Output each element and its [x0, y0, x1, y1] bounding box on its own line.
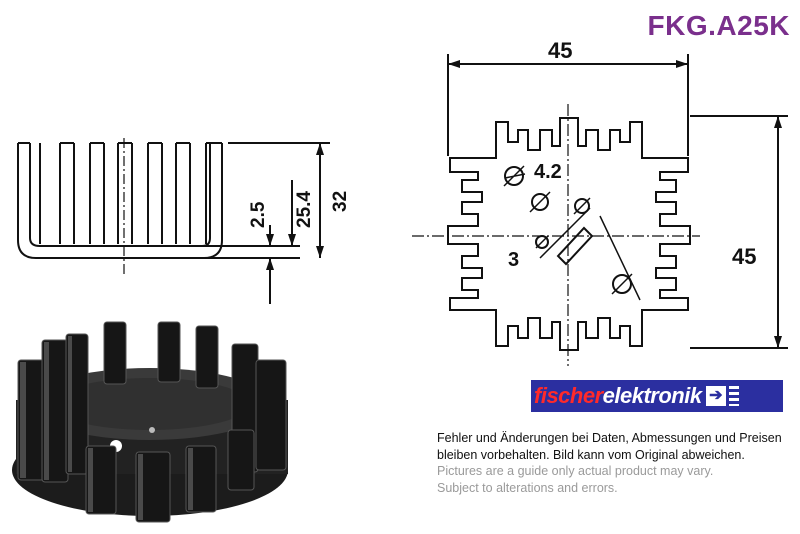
disclaimer-german: Fehler und Änderungen bei Daten, Abmessu…	[437, 431, 782, 462]
dim-width-label: 45	[548, 38, 572, 63]
fischer-elektronik-logo: fischer elektronik ➔	[531, 380, 783, 412]
logo-brand-part1: fischer	[534, 383, 603, 408]
top-view-arrows	[448, 60, 782, 348]
dim-height-label: 45	[732, 244, 756, 269]
disclaimer-english-line2: Subject to alterations and errors.	[437, 480, 618, 495]
product-code: FKG.A25K	[647, 10, 790, 41]
dim-body-height-label: 25.4	[294, 191, 315, 228]
dim-total-height-label: 32	[330, 191, 351, 212]
arrow-right-icon: ➔	[705, 386, 726, 406]
heatsink-photo	[12, 321, 288, 523]
side-view-arrows	[266, 143, 324, 270]
side-view-drawing	[17, 138, 330, 304]
dim-fin-gap-label: 2.5	[248, 201, 269, 228]
hole-large-label: 4.2	[534, 161, 562, 183]
top-view-drawing	[412, 54, 788, 366]
disclaimer: Fehler und Änderungen bei Daten, Abmessu…	[437, 430, 787, 496]
logo-brand-part2: elektronik	[602, 383, 702, 408]
logo-bars-icon	[728, 386, 739, 406]
hole-small-label: 3	[508, 249, 519, 271]
disclaimer-english-line1: Pictures are a guide only actual product…	[437, 464, 714, 478]
